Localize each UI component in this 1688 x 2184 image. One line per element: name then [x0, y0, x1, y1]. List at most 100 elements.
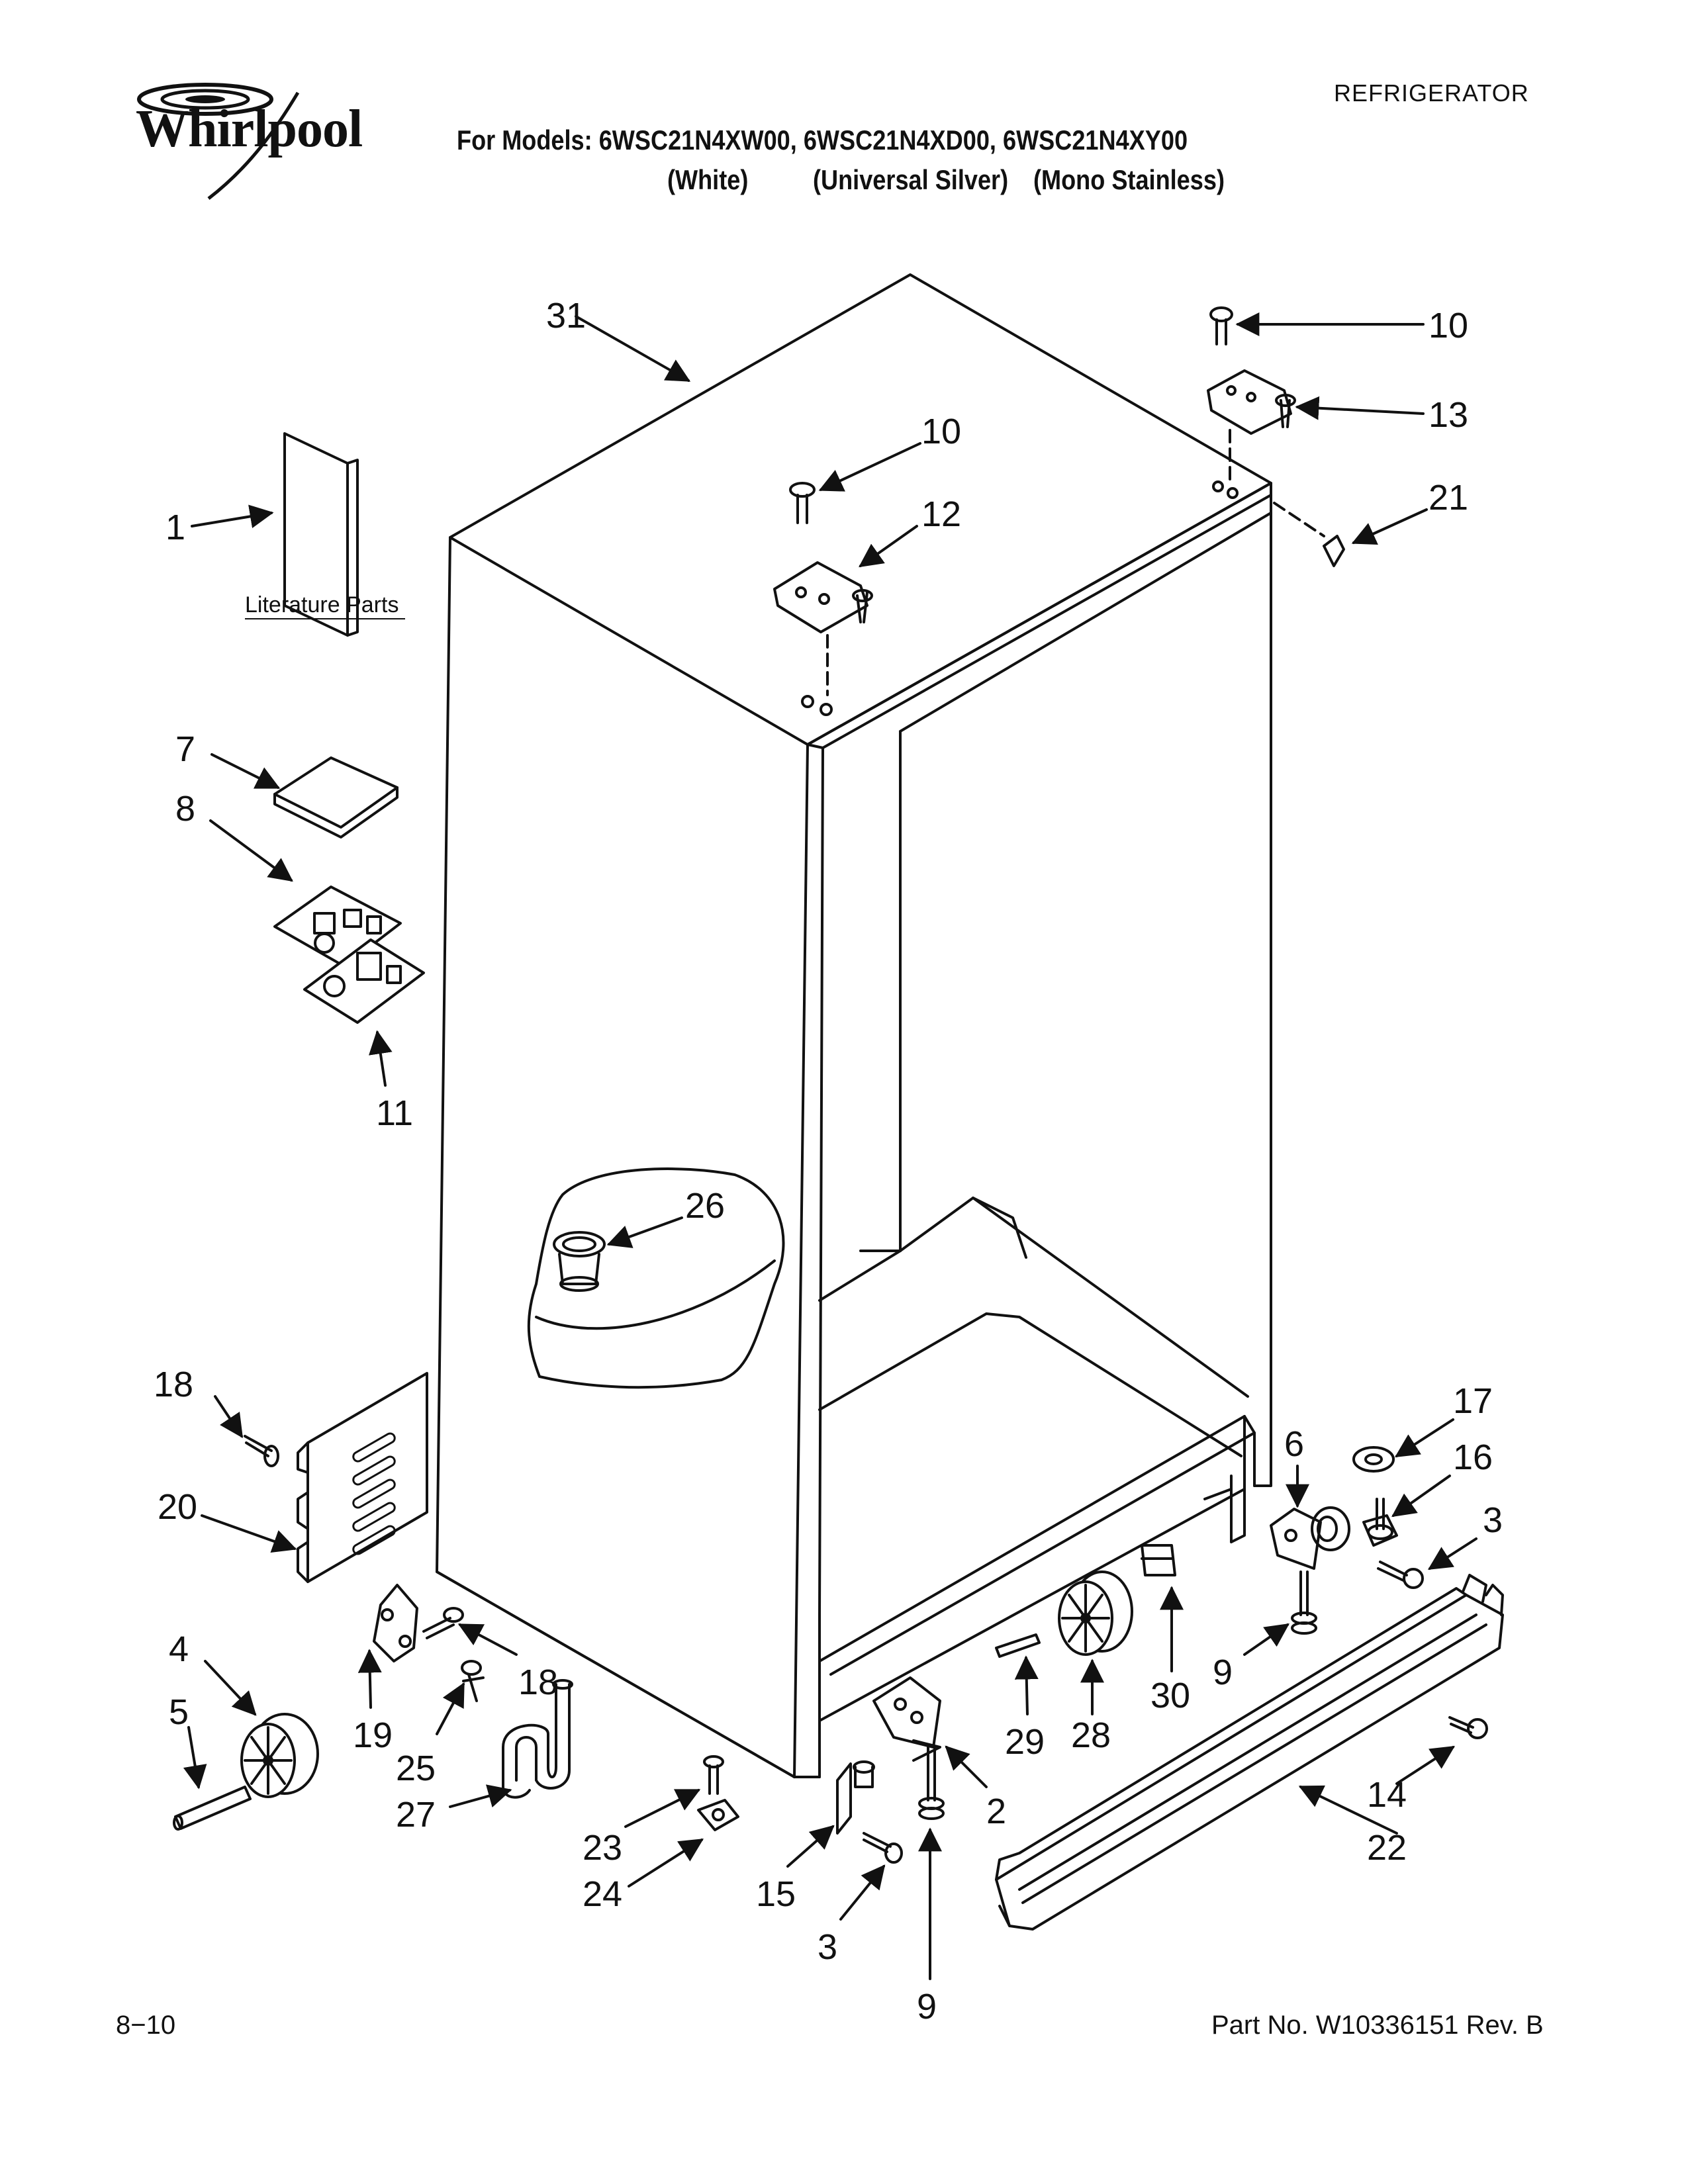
callout-6: 6	[1284, 1424, 1304, 1464]
screw-16	[1362, 1498, 1398, 1547]
callout-19: 19	[353, 1715, 393, 1755]
logo-swoosh-icon	[207, 91, 300, 200]
leveling-leg-left	[918, 1746, 945, 1820]
callout-2: 2	[986, 1792, 1006, 1831]
toe-grille	[995, 1574, 1504, 1931]
pin-29	[995, 1633, 1041, 1658]
screw-18-top	[244, 1435, 279, 1467]
hinge-bracket-13	[1207, 369, 1296, 435]
callout-22: 22	[1367, 1828, 1407, 1868]
leveler-plate	[697, 1799, 739, 1831]
hinge-bracket-6	[1270, 1506, 1350, 1570]
leader-17	[1394, 1418, 1454, 1457]
leader-3-left	[839, 1864, 886, 1921]
models-line: For Models: 6WSC21N4XW00, 6WSC21N4XD00, …	[457, 124, 1188, 156]
callout-12: 12	[921, 494, 961, 534]
literature-parts-label: Literature Parts	[245, 592, 399, 617]
callout-3-left: 3	[818, 1927, 837, 1967]
brand-logo: Whirlpool	[136, 100, 363, 158]
leader-27	[449, 1784, 512, 1808]
callout-8: 8	[175, 789, 195, 829]
footer-part-number: Part No. W10336151 Rev. B	[1211, 2011, 1544, 2040]
front-roller	[1058, 1570, 1133, 1656]
color-universal-silver: (Universal Silver)	[813, 164, 1009, 195]
leader-3-right	[1427, 1537, 1477, 1570]
rear-cutaway	[527, 1167, 785, 1389]
whirlpool-swirl-icon	[137, 83, 273, 116]
bracket-15	[836, 1760, 875, 1835]
color-white: (White)	[667, 164, 749, 195]
color-mono-stainless: (Mono Stainless)	[1033, 164, 1225, 195]
callout-15: 15	[756, 1874, 796, 1914]
screw-3-right	[1377, 1561, 1424, 1589]
leader-21	[1351, 508, 1428, 545]
leader-5	[183, 1726, 207, 1790]
leader-18-top	[214, 1395, 243, 1438]
leader-8	[209, 819, 293, 882]
callout-28: 28	[1071, 1715, 1111, 1755]
callout-29: 29	[1005, 1722, 1045, 1762]
screw-18-bottom	[422, 1607, 464, 1639]
screw-25	[461, 1660, 485, 1702]
leader-31	[575, 315, 691, 382]
callout-3-right: 3	[1483, 1500, 1503, 1540]
literature-parts	[283, 432, 359, 637]
leader-25	[436, 1682, 465, 1735]
callout-31: 31	[546, 296, 586, 336]
callout-labels: 31 1 7 8 11 10 12 10 13 21 26 18 20 19 1…	[154, 296, 1503, 2026]
footer-date-code: 8−10	[116, 2011, 176, 2040]
leader-19	[357, 1649, 382, 1709]
rear-roller	[240, 1713, 319, 1798]
leader-2	[945, 1745, 988, 1788]
leader-18-bottom	[457, 1623, 518, 1656]
callout-13: 13	[1429, 395, 1468, 435]
callout-4: 4	[169, 1629, 189, 1669]
callout-14: 14	[1367, 1775, 1407, 1815]
screw-3-left	[863, 1832, 903, 1864]
leader-15	[786, 1825, 835, 1868]
leveling-leg-right	[1291, 1570, 1317, 1635]
leader-14	[1395, 1746, 1456, 1785]
callout-17: 17	[1453, 1381, 1493, 1421]
callout-20: 20	[158, 1487, 197, 1527]
callout-1: 1	[165, 508, 185, 547]
callout-10-right: 10	[1429, 306, 1468, 345]
hinge-bracket-12	[773, 561, 873, 633]
screw-14	[1448, 1716, 1488, 1739]
control-cover	[273, 756, 399, 839]
callout-9-left: 9	[917, 1987, 937, 2026]
callout-18-bottom: 18	[518, 1662, 558, 1702]
cabinet-shell	[436, 273, 1325, 1778]
callout-11: 11	[376, 1093, 413, 1133]
leader-7	[211, 753, 281, 789]
callout-26: 26	[685, 1186, 725, 1226]
callout-21: 21	[1429, 478, 1468, 518]
screw-23	[703, 1755, 724, 1795]
rear-grille	[297, 1372, 428, 1583]
roller-axle	[173, 1786, 252, 1831]
bracket-19	[373, 1584, 418, 1662]
callout-18-top: 18	[154, 1365, 193, 1404]
leader-13	[1295, 396, 1425, 420]
leader-16	[1391, 1475, 1451, 1518]
leader-26	[606, 1216, 683, 1248]
damper-part	[553, 1231, 606, 1292]
leader-9-right	[1243, 1623, 1289, 1656]
leader-29	[1014, 1655, 1039, 1715]
leader-10-center	[818, 442, 921, 492]
screw-10-right	[1209, 306, 1233, 345]
callout-16: 16	[1453, 1437, 1493, 1477]
leader-20	[201, 1514, 297, 1553]
leader-23	[624, 1789, 701, 1828]
screw-10-center	[789, 482, 816, 524]
cam-17	[1352, 1446, 1395, 1473]
cutaway-shelf-line	[535, 1259, 776, 1330]
callout-9-right: 9	[1213, 1653, 1233, 1692]
leader-12	[859, 525, 918, 568]
callout-10-center: 10	[921, 412, 961, 451]
callout-27: 27	[396, 1795, 436, 1835]
callout-23: 23	[583, 1828, 622, 1868]
leader-11	[369, 1030, 393, 1087]
